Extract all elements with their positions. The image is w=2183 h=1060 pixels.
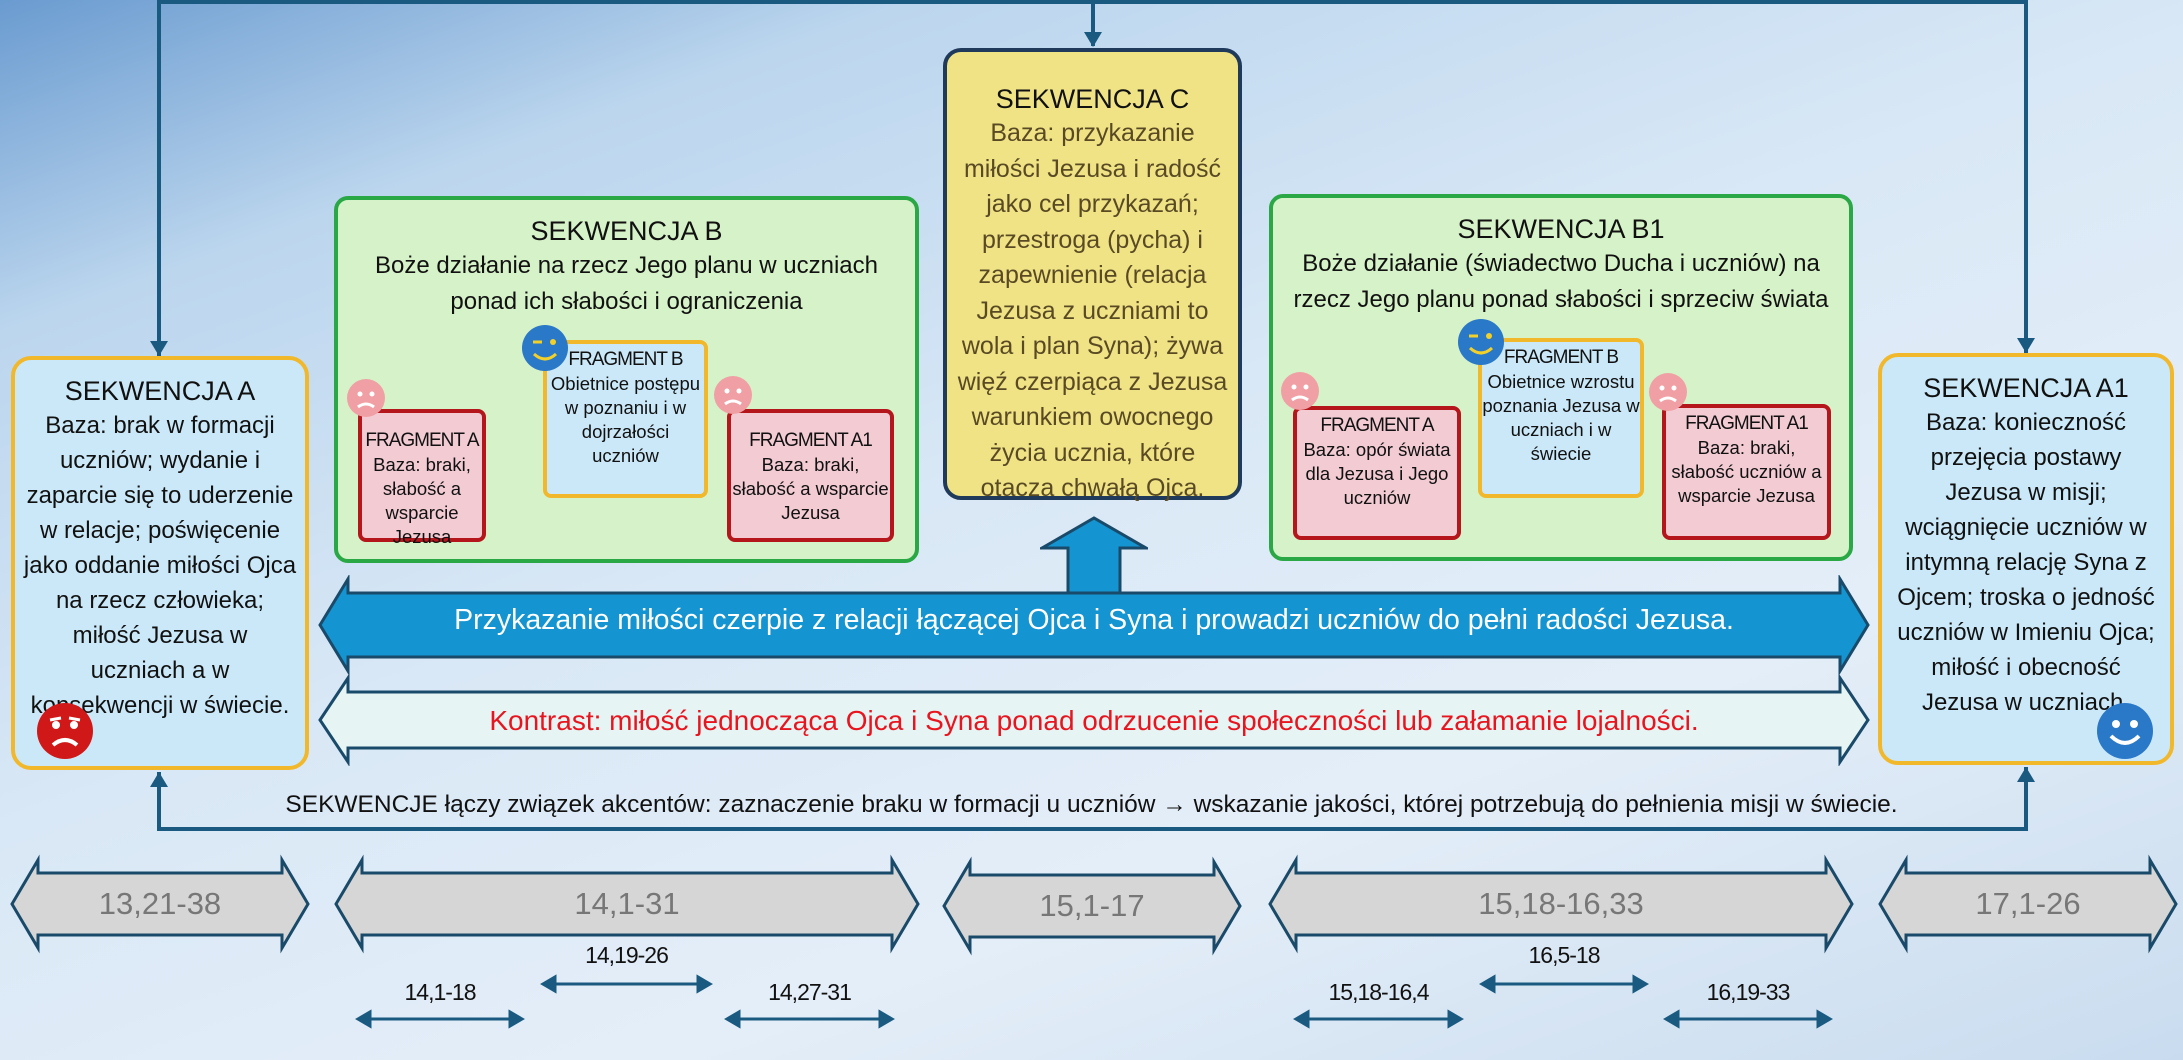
seqB1-fragment-a1-title: FRAGMENT A1: [1685, 413, 1809, 434]
sad-face-icon: [1281, 372, 1319, 410]
range-label-3: 15,1-17: [1039, 888, 1145, 923]
seqB1-fragment-a: FRAGMENT A Baza: opór świata dla Jezusa …: [1293, 406, 1461, 540]
range-arrow-4: [1268, 854, 1854, 954]
sad-face-icon: [347, 379, 385, 417]
range-arrow-3: [942, 856, 1242, 956]
sequence-a-box: SEKWENCJA A Baza: brak w formacji ucznió…: [11, 356, 309, 770]
happy-face-icon: [2097, 703, 2153, 759]
contrast-banner-text: Kontrast: miłość jednocząca Ojca i Syna …: [489, 705, 1699, 736]
seqB-fragment-b: FRAGMENT B Obietnice postępu w poznaniu …: [543, 340, 708, 498]
seqB1-fragment-a1: FRAGMENT A1 Baza: braki, słabość uczniów…: [1662, 404, 1831, 540]
range-arrow-1: [10, 854, 310, 954]
sequence-b-subtitle: Boże działanie na rzecz Jego planu w ucz…: [375, 252, 878, 315]
subrange-label-2: 14,19-26: [585, 942, 669, 968]
contrast-banner-arrow: [318, 674, 1870, 766]
seqB-fragment-b-body: Obietnice postępu w poznaniu i w dojrzał…: [550, 373, 701, 466]
sequence-a1-body: Baza: konieczność przejęcia postawy Jezu…: [1897, 409, 2155, 716]
sequence-b1-title: SEKWENCJA B1: [1457, 214, 1665, 244]
sequence-a1-title: SEKWENCJA A1: [1923, 373, 2129, 403]
sequences-link-text: SEKWENCJE łączy związek akcentów: zaznac…: [285, 791, 1898, 818]
range-label-5: 17,1-26: [1975, 886, 2081, 921]
seqB-fragment-a1: FRAGMENT A1 Baza: braki, słabość a wspar…: [727, 409, 894, 542]
up-arrow-to-core: [1040, 516, 1148, 596]
sad-face-icon: [37, 703, 93, 759]
winking-face-icon: [522, 325, 568, 371]
sequence-c-body: Baza: przykazanie miłości Jezusa i radoś…: [957, 119, 1228, 502]
arrow-to-seqA1: [2017, 338, 2035, 353]
subrange-label-5: 16,5-18: [1528, 942, 1600, 968]
seqB1-fragment-b-body: Obietnice wzrostu poznania Jezusa w uczn…: [1482, 371, 1640, 464]
range-label-1: 13,21-38: [98, 886, 222, 921]
seqB1-fragment-a-body: Baza: opór świata dla Jezusa i Jego uczn…: [1303, 439, 1451, 508]
sequence-b1-subtitle: Boże działanie (świadectwo Ducha i uczni…: [1293, 250, 1829, 313]
seqB-fragment-a1-title: FRAGMENT A1: [749, 430, 873, 451]
arrow-to-seqA: [150, 341, 168, 356]
main-banner-text: Przykazanie miłości czerpie z relacji łą…: [454, 604, 1734, 636]
range-label-2: 14,1-31: [574, 886, 680, 921]
sequence-c-title: SEKWENCJA C: [995, 84, 1190, 114]
sequence-a-body: Baza: brak w formacji uczniów; wydanie i…: [23, 412, 297, 719]
bottom-connector-line: [157, 767, 2028, 831]
subrange-label-3: 14,27-31: [768, 979, 852, 1005]
subrange-label-4: 15,18-16,4: [1328, 979, 1430, 1005]
sequence-b-title: SEKWENCJA B: [530, 216, 723, 246]
main-banner-arrow: [318, 575, 1870, 675]
range-label-4: 15,18-16,33: [1478, 886, 1644, 921]
winking-face-icon: [1458, 319, 1504, 365]
arrow-up-from-seqA1: [2017, 767, 2035, 782]
subrange-label-1: 14,1-18: [404, 979, 476, 1005]
seqB-fragment-b-title: FRAGMENT B: [568, 349, 683, 370]
seqB-fragment-a1-body: Baza: braki, słabość a wsparcie Jezusa: [732, 454, 889, 523]
sequence-c-box: SEKWENCJA C Baza: przykazanie miłości Je…: [943, 48, 1242, 502]
sequence-a-title: SEKWENCJA A: [64, 376, 256, 406]
seqB-fragment-a-body: Baza: braki, słabość a wsparcie Jezusa: [373, 454, 471, 547]
seqB1-fragment-b-title: FRAGMENT B: [1503, 347, 1619, 368]
seqB-fragment-a-title: FRAGMENT A: [365, 430, 479, 451]
arrow-to-seqC: [1084, 32, 1102, 47]
seqB1-fragment-a1-body: Baza: braki, słabość uczniów a wsparcie …: [1671, 437, 1822, 506]
sad-face-icon: [1649, 373, 1687, 411]
sad-face-icon: [714, 376, 752, 414]
seqB1-fragment-a-title: FRAGMENT A: [1320, 415, 1434, 436]
arrow-up-from-seqA: [150, 772, 168, 787]
subrange-label-6: 16,19-33: [1706, 979, 1791, 1005]
range-arrow-2: [334, 854, 920, 954]
sequence-a1-box: SEKWENCJA A1 Baza: konieczność przejęcia…: [1878, 353, 2174, 765]
range-arrow-5: [1878, 854, 2178, 954]
seqB1-fragment-b: FRAGMENT B Obietnice wzrostu poznania Je…: [1478, 338, 1644, 498]
seqB-fragment-a: FRAGMENT A Baza: braki, słabość a wsparc…: [358, 409, 486, 547]
